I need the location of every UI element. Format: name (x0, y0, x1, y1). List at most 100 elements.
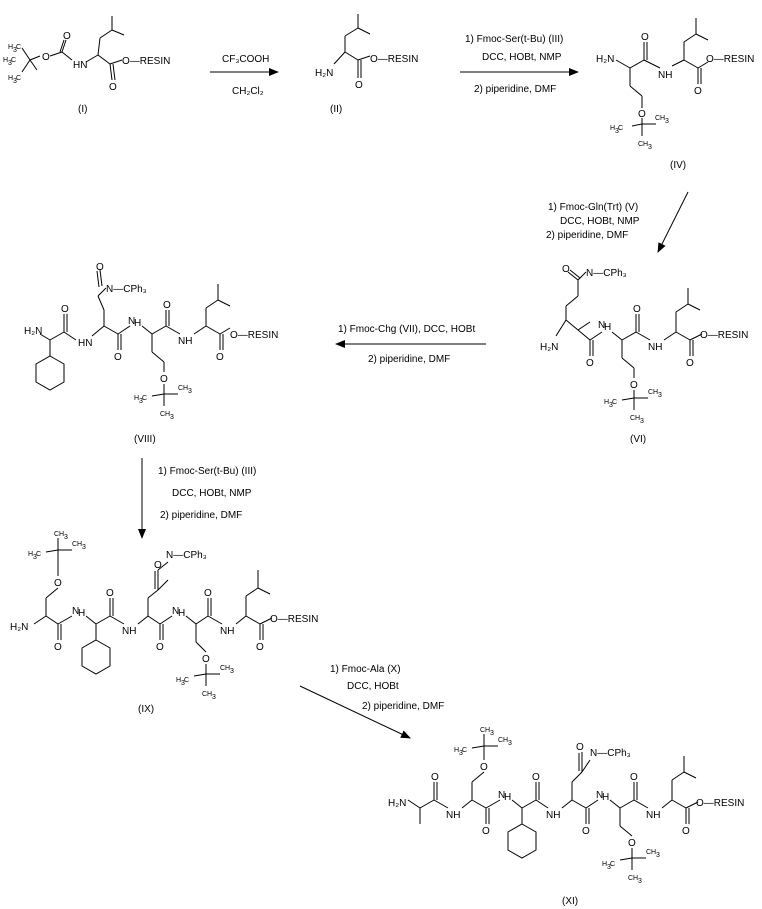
bond-line (635, 331, 651, 341)
atom-label: N (128, 316, 135, 327)
bond-line (97, 295, 105, 311)
atom-label: NH (220, 626, 234, 637)
atom-label: H (134, 318, 141, 329)
bond-line (81, 639, 111, 675)
atom-label: N—CPh₃ (586, 268, 627, 279)
atom-label: O (156, 642, 164, 653)
bond-line (643, 59, 661, 69)
atom-label: O (256, 642, 264, 653)
bond-line (507, 823, 537, 859)
bond-line (185, 615, 197, 625)
bond-line (193, 325, 207, 335)
bond-line (619, 825, 633, 837)
atom-label: 3 (230, 668, 234, 675)
atom-label: O (682, 826, 690, 837)
atom-label: O (586, 358, 594, 369)
atom-label: (IV) (670, 160, 686, 171)
bond-line (157, 561, 169, 571)
atom-label: O—RESIN (706, 54, 754, 65)
atom-label: 2) piperidine, DMF (368, 354, 450, 365)
bond-line (631, 123, 643, 127)
atom-label: H (602, 792, 609, 803)
atom-label: 3 (139, 398, 143, 405)
atom-label: O (216, 352, 224, 363)
atom-label: H (134, 395, 139, 402)
atom-label: CH (480, 727, 490, 734)
atom-label: (IX) (138, 704, 154, 715)
bond-line (621, 331, 637, 341)
atom-label: NH (122, 626, 136, 637)
atom-label: 3 (13, 78, 17, 85)
bond-line (621, 357, 635, 369)
atom-label: O (630, 772, 638, 783)
bond-line (109, 59, 123, 65)
atom-label: O (532, 772, 540, 783)
atom-label: O (641, 32, 649, 43)
atom-label: N (598, 320, 605, 331)
bond-line (577, 321, 591, 331)
atom-label: CH (638, 141, 648, 148)
atom-label: N—CPh₃ (166, 550, 207, 561)
atom-label: CH (72, 541, 82, 548)
atom-label: (I) (78, 104, 87, 115)
atom-label: CH (160, 411, 170, 418)
bond-line (357, 55, 371, 61)
atom-label: O (582, 826, 590, 837)
bond-line (49, 51, 63, 57)
bond-line (257, 587, 271, 595)
atom-label: CF₃COOH (222, 54, 269, 65)
bond-line (485, 799, 501, 809)
atom-label: CH (54, 531, 64, 538)
atom-label: 3 (33, 554, 37, 561)
bond-line (581, 759, 591, 773)
bond-line (633, 799, 649, 809)
atom-label: C (184, 677, 189, 684)
bond-line (97, 287, 107, 297)
bond-line (217, 299, 231, 307)
bond-line (629, 85, 643, 97)
atom-label: O (54, 578, 62, 589)
bond-line (95, 615, 111, 625)
bond-line (589, 331, 603, 341)
atom-label: 3 (609, 402, 613, 409)
bond-line (245, 615, 261, 625)
bond-line (85, 615, 97, 625)
atom-label: O—RESIN (122, 56, 170, 67)
atom-label: 3 (212, 694, 216, 701)
atom-label: 3 (8, 60, 12, 67)
bond-line (433, 799, 449, 809)
atom-label: O (63, 31, 71, 42)
bond-line (21, 47, 31, 61)
atom-label: 2) piperidine, DMF (474, 84, 556, 95)
bond-line (99, 29, 113, 39)
bond-line (333, 51, 346, 65)
atom-label: H₂N (10, 622, 28, 633)
bond-line (535, 799, 549, 809)
bond-line (685, 801, 699, 809)
atom-label: O (562, 264, 570, 275)
atom-label: N—CPh₃ (590, 748, 631, 759)
bond-line (117, 325, 131, 335)
atom-label: HN (73, 60, 87, 71)
bond-line (147, 589, 159, 599)
atom-label: NH (646, 810, 660, 821)
step-6-arrow: 1) Fmoc-Ala (X) DCC, HOBt 2) piperidine,… (299, 664, 444, 739)
atom-label: CH (655, 115, 665, 122)
bond-line (235, 615, 247, 625)
bond-line (663, 331, 677, 341)
atom-label: O (202, 654, 210, 665)
atom-label: N (172, 606, 179, 617)
bond-line (63, 331, 77, 341)
atom-label: H₂N (315, 68, 333, 79)
bond-line (344, 27, 359, 37)
bond-line (49, 331, 65, 341)
bond-line (59, 39, 65, 53)
bond-line (21, 59, 31, 73)
atom-label: C (142, 395, 147, 402)
atom-label: O (109, 82, 117, 93)
bond-line (103, 325, 119, 335)
bond-line (471, 799, 487, 809)
